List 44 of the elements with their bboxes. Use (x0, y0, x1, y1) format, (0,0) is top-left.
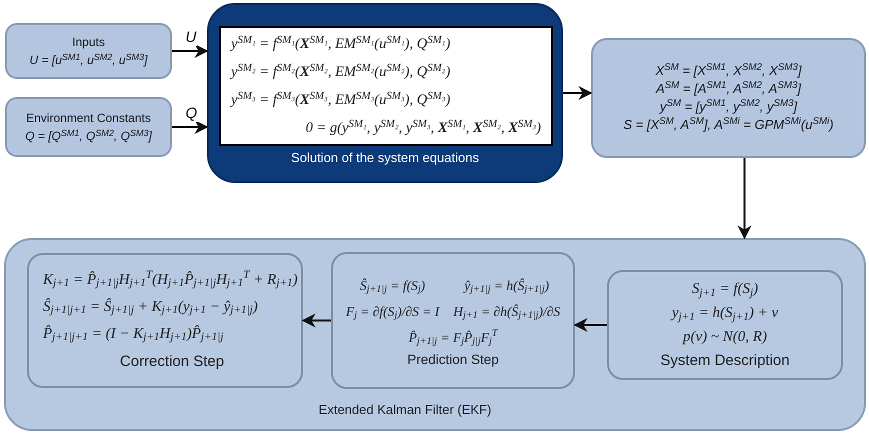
equation: y$^{SM₂}$ = f$^{SM₂}$(X$^{SM₂}$, EM$^{SM₂}$(u$^{SM₂}$), Q$^{SM₂}$) (231, 60, 450, 82)
state-box (591, 38, 866, 158)
arrow (172, 44, 208, 58)
arrow (172, 120, 208, 134)
arrow (563, 86, 592, 100)
edge-label: U (184, 30, 198, 46)
equation-box (219, 26, 553, 146)
equation: Ŝ$_{j+1|j}$ = f(S$_{j}$) (360, 276, 426, 298)
correction-box (27, 253, 303, 388)
equation: K$_{j+1}$ = P̂$_{j+1|j}$H$_{j+1}$$^{T}$(H$_{j+1}$P̂$_{j+1|j}$H$_{j+1}$$^{T}$ + R$_{j+1}$) (43, 268, 298, 292)
equation: S = [X$^{SM}$, A$^{SM}$], A$^{SMi}$ = GPM$^{SMi}$(u$^{SMi}$) (623, 116, 834, 134)
prediction-box (331, 252, 575, 389)
equation: Q = [Q$^{SM1}$, Q$^{SM2}$, Q$^{SM3}$] (25, 127, 152, 145)
equation: Inputs (72, 34, 105, 51)
arrow (302, 314, 331, 328)
equation: U = [u$^{SM1}$, u$^{SM2}$, u$^{SM3}$] (30, 51, 148, 69)
solver-panel (207, 3, 563, 183)
equation: p(v) ~ N(0, R) (683, 328, 767, 347)
equation: P̂$_{j+1|j+1}$ = (I − K$_{j+1}$H$_{j+1}$)P̂$_{j+1|j}$ (43, 324, 224, 346)
arrow (574, 318, 607, 332)
equation: y$^{SM₁}$ = f$^{SM₁}$(X$^{SM₁}$, EM$^{SM₁}$(u$^{SM₁}$), Q$^{SM₁}$) (231, 32, 450, 54)
equation: A$^{SM}$ = [A$^{SM1}$, A$^{SM2}$, A$^{SM3}$] (656, 80, 802, 98)
input-box (5, 23, 172, 79)
equation: Ŝ$_{j+1|j+1}$ = Ŝ$_{j+1|j}$ + K$_{j+1}$(y$_{j+1}$ − ŷ$_{j+1|j}$) (43, 297, 258, 318)
equation: ŷ$_{j+1|j}$ = h(Ŝ$_{j+1|j}$) (464, 276, 550, 298)
equation: Environment Constants (26, 110, 151, 127)
node-title: Extended Kalman Filter (EKF) (318, 400, 492, 419)
equation: y$_{j+1}$ = h(S$_{j+1}$) + v (672, 304, 778, 325)
node-title: Prediction Step (407, 350, 499, 368)
edge-label: Q (184, 106, 198, 122)
equation: S$_{j+1}$ = f(S$_{j}$) (692, 280, 758, 301)
arrow (738, 158, 752, 240)
node-title: System Description (660, 351, 790, 371)
description-box (607, 270, 843, 380)
filter-panel (4, 238, 866, 431)
equation: H$_{j+1}$ = ∂h(Ŝ$_{j+1|j}$)/∂S (453, 302, 560, 324)
equation: 0 = g(y$^{SM₁}$, y$^{SM₂}$, y$^{SM₃}$, X$^{SM₁}$, X$^{SM₂}$, X$^{SM₃}$) (306, 116, 542, 138)
equation: X$^{SM}$ = [X$^{SM1}$, X$^{SM2}$, X$^{SM3}$] (655, 62, 802, 80)
node-title: Solution of the system equations (291, 148, 479, 167)
equation: F$_{j}$ = ∂f(S$_{j}$)/∂S = I (346, 302, 440, 324)
node-title: Correction Step (120, 352, 224, 372)
equation: y$^{SM}$ = [y$^{SM1}$, y$^{SM2}$, y$^{SM3}$] (660, 98, 798, 116)
equation: y$^{SM₃}$ = f$^{SM₃}$(X$^{SM₃}$, EM$^{SM₃}$(u$^{SM₃}$), Q$^{SM₃}$) (231, 88, 450, 110)
constants-box (5, 97, 172, 157)
